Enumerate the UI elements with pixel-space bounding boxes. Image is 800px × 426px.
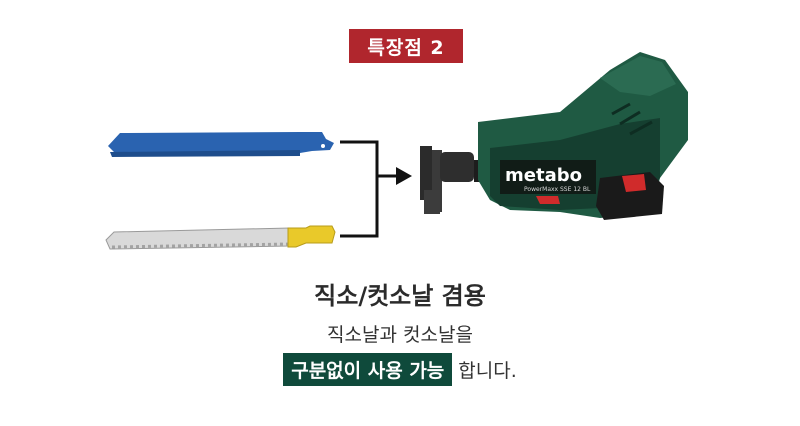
description-line-1: 직소날과 컷소날을 — [327, 324, 473, 346]
jigsaw-blade-icon — [105, 225, 336, 250]
brand-logo: metabo — [505, 165, 582, 186]
model-label: PowerMaxx SSE 12 BL — [524, 186, 591, 193]
reciprocating-saw-tool: metabo PowerMaxx SSE 12 BL — [420, 52, 688, 220]
arrow-right-icon — [396, 167, 412, 185]
description-highlight: 구분없이 사용 가능 — [283, 353, 453, 386]
feature-badge: 특장점 2 — [349, 29, 463, 63]
description-suffix: 합니다. — [458, 360, 517, 382]
reciprocating-saw-blade-icon — [108, 132, 334, 157]
feature-heading: 직소/컷소날 겸용 — [314, 282, 486, 310]
feature-badge-label: 특장점 2 — [367, 36, 445, 59]
description-line-2: 구분없이 사용 가능 합니다. — [0, 353, 800, 386]
bracket-connector — [340, 140, 398, 238]
